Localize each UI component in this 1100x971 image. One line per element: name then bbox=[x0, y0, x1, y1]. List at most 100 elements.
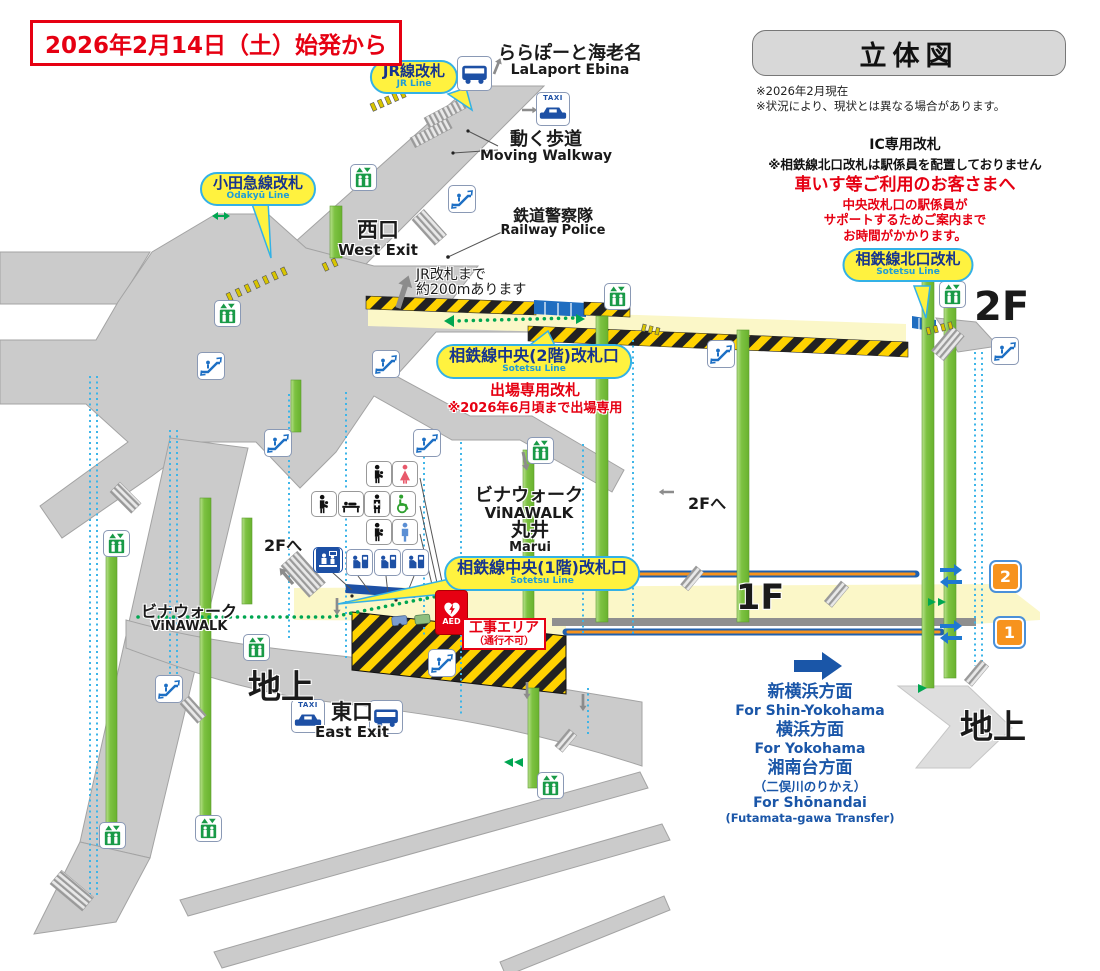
bus-icon bbox=[369, 700, 403, 734]
direction-shonandai-en-sub: (Futamata-gawa Transfer) bbox=[725, 810, 895, 825]
elevator-icon bbox=[214, 300, 241, 327]
escalator-icon bbox=[707, 340, 735, 368]
label-west-exit-jp: 西口 bbox=[357, 218, 399, 242]
womens-toilet-icon bbox=[392, 461, 418, 487]
elevator-icon bbox=[103, 530, 130, 557]
bubble-central-2f-gate: 相鉄線中央(2階)改札口 Sotetsu Line bbox=[436, 344, 632, 379]
bubble-jr-gate: JR線改札 JR Line bbox=[369, 60, 459, 94]
escalator-icon bbox=[155, 675, 183, 703]
train-directions: 新横浜方面 For Shin-Yokohama 横浜方面 For Yokoham… bbox=[726, 646, 895, 826]
label-vinawalk-left: ビナウォーク ViNAWALK bbox=[141, 603, 237, 634]
baby-care-icon bbox=[366, 519, 392, 545]
escalator-icon bbox=[428, 649, 456, 677]
taxi-car-glyph bbox=[539, 107, 567, 119]
bubble-north-gate: 相鉄線北口改札 Sotetsu Line bbox=[842, 248, 974, 282]
multi-function-toilet-icon bbox=[364, 491, 390, 517]
bubble-central-1f-gate: 相鉄線中央(1階)改札口 Sotetsu Line bbox=[444, 556, 640, 591]
elevator-icon bbox=[350, 164, 377, 191]
taxi-icon: TAXI bbox=[536, 92, 570, 126]
baby-care-icon bbox=[366, 461, 392, 487]
label-jr-distance-line2: 約200mあります bbox=[416, 282, 527, 299]
blue-arrows bbox=[794, 564, 962, 680]
taxi-car-glyph bbox=[294, 714, 322, 726]
direction-shonandai-jp: 湘南台方面 bbox=[767, 758, 853, 779]
label-east-exit: 東口 East Exit bbox=[315, 701, 389, 740]
elevator-icon bbox=[537, 772, 564, 799]
direction-yokohama-en: For Yokohama bbox=[754, 741, 866, 758]
label-to-2f-left: 2Fへ bbox=[264, 536, 303, 555]
bubble-odakyu-gate-en: Odakyū Line bbox=[226, 191, 290, 201]
label-floor-1f: 1F bbox=[736, 578, 785, 618]
label-lalaport-en: LaLaport Ebina bbox=[510, 62, 630, 79]
bubble-jr-gate-en: JR Line bbox=[396, 79, 432, 89]
ticket-window-icon bbox=[313, 547, 343, 573]
escalator-icon bbox=[413, 429, 441, 457]
label-floor-2f: 2F bbox=[974, 284, 1030, 330]
ic-gate-notice: IC専用改札 ※相鉄線北口改札は駅係員を配置しておりません bbox=[768, 134, 1042, 173]
gray-arrows bbox=[279, 58, 674, 712]
label-vinawalk-center-jp: ビナウォーク bbox=[475, 485, 583, 506]
aed-heart-glyph bbox=[443, 602, 460, 617]
elevator-icon bbox=[939, 281, 966, 308]
label-moving-walkway-jp: 動く歩道 bbox=[509, 129, 582, 150]
bus-icon bbox=[457, 56, 492, 91]
bubble-central-2f-gate-en: Sotetsu Line bbox=[502, 364, 566, 374]
escalator-icon bbox=[991, 337, 1019, 365]
bubble-north-gate-en: Sotetsu Line bbox=[876, 267, 940, 277]
diaper-table-icon bbox=[338, 491, 364, 517]
taxi-label: TAXI bbox=[298, 701, 318, 709]
escalator-icon bbox=[372, 350, 400, 378]
bubble-central-1f-gate-en: Sotetsu Line bbox=[510, 576, 574, 586]
bubble-odakyu-gate: 小田急線改札 Odakyū Line bbox=[199, 172, 317, 206]
legend-note-1: ※2026年2月現在 bbox=[756, 84, 849, 98]
legend-notes: ※2026年2月現在 ※状況により、現状とは異なる場合があります。 bbox=[756, 84, 1005, 114]
bubble-central-1f-gate-jp: 相鉄線中央(1階)改札口 bbox=[457, 558, 627, 577]
direction-shinyokohama-jp: 新横浜方面 bbox=[767, 682, 853, 702]
bubble-odakyu-gate-jp: 小田急線改札 bbox=[212, 174, 304, 192]
date-notice: 2026年2月14日（土）始発から bbox=[30, 20, 403, 66]
direction-shonandai-jp-sub: （二俣川のりかえ） bbox=[753, 779, 867, 795]
wheelchair-notice: 車いす等ご利用のお客さまへ 中央改札口の駅係員が サポートするためご案内まで お… bbox=[795, 170, 1016, 243]
exit-only-note-title: 出場専用改札 bbox=[489, 381, 581, 399]
ticket-machine-icon bbox=[402, 549, 429, 576]
label-railway-police: 鉄道警察隊 Railway Police bbox=[501, 207, 606, 238]
elevator-icon bbox=[243, 634, 270, 661]
bubble-central-2f-gate-jp: 相鉄線中央(2階)改札口 bbox=[449, 346, 619, 365]
wheelchair-icon bbox=[390, 491, 416, 517]
wheelchair-notice-line2: サポートするためご案内まで bbox=[823, 212, 987, 228]
aed-label: AED bbox=[442, 616, 461, 626]
elevator-icon bbox=[604, 283, 631, 310]
construction-area-title: 工事エリア bbox=[469, 620, 539, 636]
label-lalaport-jp: ららぽーと海老名 bbox=[498, 43, 642, 64]
wheelchair-notice-title: 車いす等ご利用のお客さまへ bbox=[794, 175, 1016, 195]
wheelchair-notice-line1: 中央改札口の駅係員が bbox=[842, 197, 968, 212]
taxi-label: TAXI bbox=[543, 94, 563, 102]
stairs bbox=[49, 97, 990, 912]
label-jr-distance-line1: JR改札まで bbox=[416, 267, 486, 283]
page-title: 立体図 bbox=[752, 30, 1066, 76]
label-vinawalk-center: ビナウォーク ViNAWALK bbox=[475, 486, 583, 522]
label-marui-en: Marui bbox=[509, 539, 551, 555]
mens-toilet-icon bbox=[392, 519, 418, 545]
label-marui: 丸井 Marui bbox=[509, 520, 551, 555]
label-vinawalk-left-en: ViNAWALK bbox=[150, 619, 228, 635]
elevator-shaft-lines bbox=[89, 340, 983, 898]
direction-yokohama-jp: 横浜方面 bbox=[775, 720, 844, 741]
elevator-icon bbox=[527, 437, 554, 464]
escalator-icon bbox=[448, 185, 476, 213]
legend-note-2: ※状況により、現状とは異なる場合があります。 bbox=[756, 98, 1006, 113]
direction-shonandai-en: For Shōnandai bbox=[753, 794, 867, 811]
green-markers bbox=[212, 212, 946, 767]
label-west-exit: 西口 West Exit bbox=[338, 219, 418, 258]
elevator-icon bbox=[99, 822, 126, 849]
moving-walkway-strips bbox=[409, 97, 467, 149]
wheelchair-notice-line3: お時間がかかります。 bbox=[843, 227, 967, 243]
ticket-machine-icon bbox=[374, 549, 401, 576]
label-west-exit-en: West Exit bbox=[338, 240, 418, 259]
label-marui-jp: 丸井 bbox=[510, 519, 549, 541]
label-vinawalk-left-jp: ビナウォーク bbox=[140, 602, 238, 621]
label-to-2f-right: 2Fへ bbox=[688, 494, 727, 513]
escalator-icon bbox=[197, 352, 225, 380]
aed-icon: AED bbox=[435, 590, 468, 635]
bubble-jr-gate-jp: JR線改札 bbox=[382, 62, 446, 80]
